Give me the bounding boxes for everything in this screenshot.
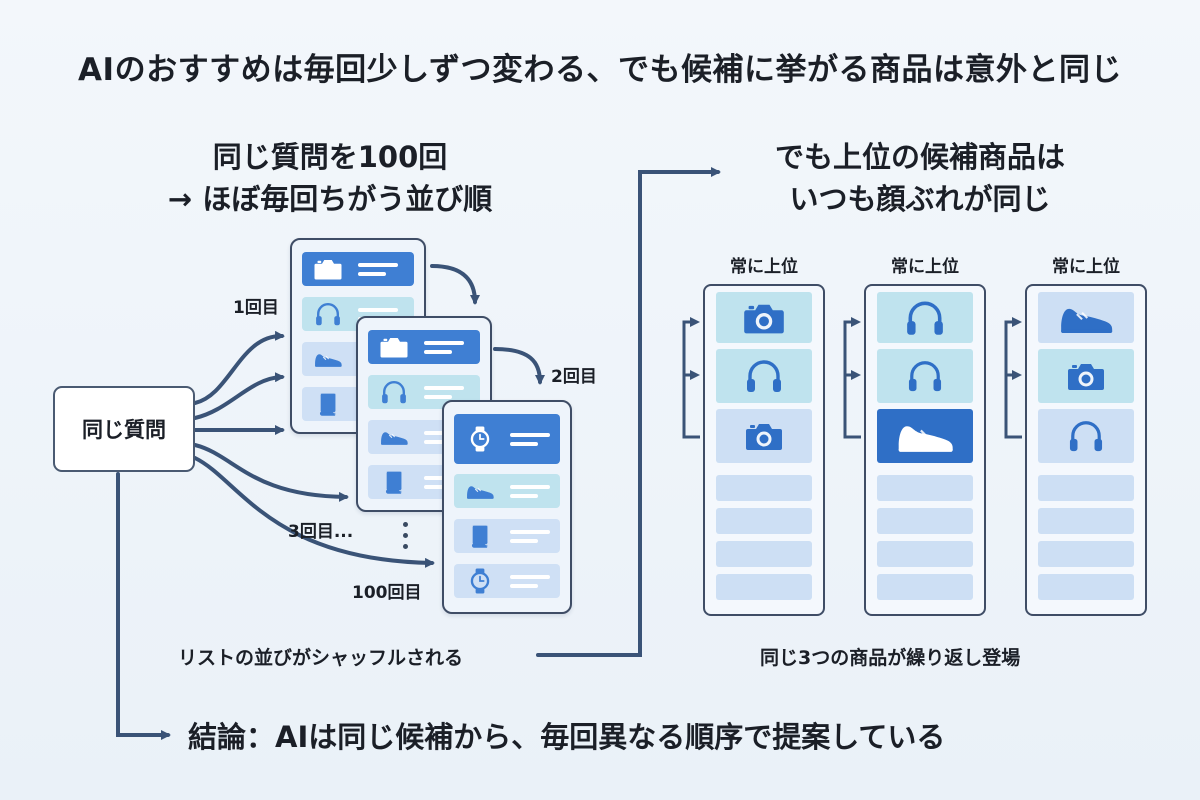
shuffle-caption: リストの並びがシャッフルされる [178,647,464,669]
list-item [454,474,560,508]
list-item [1038,292,1134,343]
run-label-100: 100回目 [352,583,422,603]
top-candidates-column-2 [864,284,986,616]
left-heading: 同じ質問を100回 → ほぼ毎回ちがう並び順 [110,136,550,220]
list-item [716,409,812,463]
list-item [454,564,560,598]
book-icon [469,523,491,549]
sneaker-icon [379,427,409,447]
sneaker-icon [465,481,495,501]
left-heading-line2: → ほぼ毎回ちがう並び順 [167,182,493,216]
sneaker-icon [1057,301,1115,335]
ellipsis-dot [403,533,408,538]
list-item [716,349,812,403]
question-box: 同じ質問 [53,386,195,472]
list-item [877,409,973,463]
column-label-2: 常に上位 [891,257,959,277]
camera-icon [742,300,786,336]
headphones-icon [1067,419,1105,453]
list-item [1038,574,1134,600]
watch-icon [469,567,491,595]
headphones-icon [906,359,944,393]
left-heading-line1: 同じ質問を100回 [212,140,448,174]
list-item [877,475,973,501]
headphones-icon [314,301,342,327]
list-item [302,252,414,286]
watch-icon [469,425,491,453]
list-item [1038,475,1134,501]
list-item [716,508,812,534]
list-item [1038,508,1134,534]
camera-icon [379,335,409,359]
headphones-icon [744,358,784,394]
headphones-icon [380,379,408,405]
list-item [454,414,560,464]
run-label-1: 1回目 [233,298,279,318]
camera-icon [313,257,343,281]
main-title: AIのおすすめは毎回少しずつ変わる、でも候補に挙がる商品は意外と同じ [78,52,1122,88]
list-item [368,330,480,364]
result-list-run100 [442,400,572,614]
sneaker-icon [313,349,343,369]
headphones-icon [904,299,946,337]
list-item [716,574,812,600]
list-item [454,519,560,553]
right-heading-line1: でも上位の候補商品は [774,140,1065,174]
list-item [877,292,973,343]
ellipsis-dot [403,544,408,549]
column-label-3: 常に上位 [1052,257,1120,277]
list-item [1038,541,1134,567]
run-label-3: 3回目... [288,522,354,542]
right-caption: 同じ3つの商品が繰り返し登場 [760,647,1021,669]
right-heading-line2: いつも顔ぶれが同じ [789,182,1051,216]
list-item [716,475,812,501]
right-heading: でも上位の候補商品は いつも顔ぶれが同じ [690,136,1150,220]
ellipsis-dot [403,522,408,527]
top-candidates-column-3 [1025,284,1147,616]
list-item [1038,409,1134,463]
list-item [716,541,812,567]
list-item [877,574,973,600]
column-label-1: 常に上位 [730,257,798,277]
sneaker-icon [894,418,956,454]
run-label-2: 2回目 [551,367,597,387]
top-candidates-column-1 [703,284,825,616]
list-item [877,541,973,567]
list-item [1038,349,1134,403]
conclusion-text: 結論：AIは同じ候補から、毎回異なる順序で提案している [188,720,946,754]
camera-icon [1066,360,1106,392]
list-item [877,349,973,403]
book-icon [383,469,405,495]
book-icon [317,391,339,417]
list-item [877,508,973,534]
camera-icon [744,420,784,452]
list-item [716,292,812,343]
